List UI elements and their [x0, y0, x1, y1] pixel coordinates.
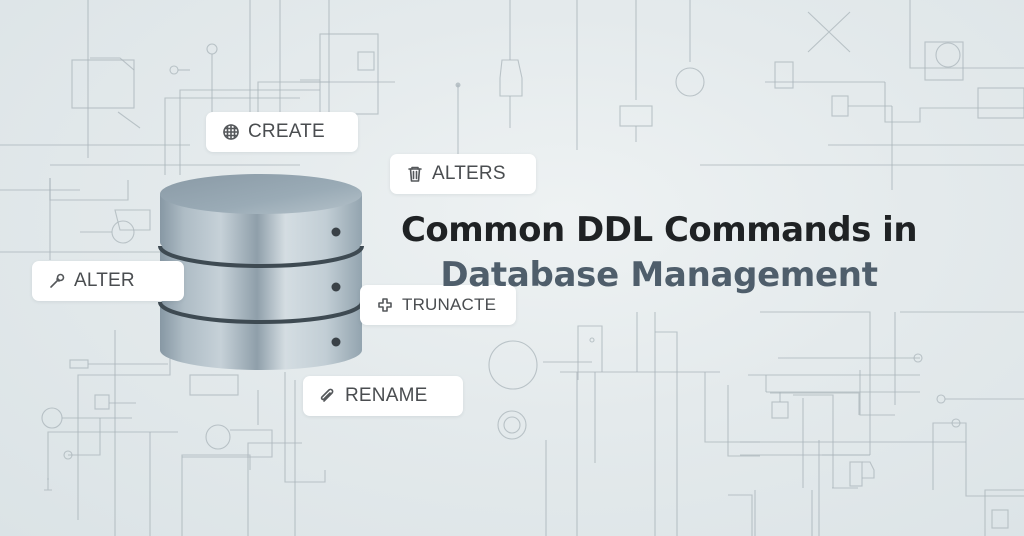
- tag-truncate[interactable]: TRUNACTE: [360, 285, 516, 325]
- title-line-1: Common DDL Commands in: [400, 210, 918, 250]
- globe-grid-icon: [222, 123, 240, 141]
- tag-rename[interactable]: RENAME: [303, 376, 463, 416]
- tag-label: ALTER: [74, 270, 135, 291]
- plus-icon: [376, 296, 394, 314]
- tag-label: RENAME: [345, 385, 428, 406]
- tag-alters[interactable]: ALTERS: [390, 154, 536, 194]
- page-title: Common DDL Commands in Database Manageme…: [394, 208, 924, 298]
- title-line-2: Database Management: [440, 255, 878, 295]
- tag-label: TRUNACTE: [402, 295, 497, 314]
- tag-label: CREATE: [248, 121, 325, 142]
- tag-alter[interactable]: ALTER: [32, 261, 184, 301]
- trash-icon: [406, 165, 424, 183]
- database-cylinder-icon: [158, 174, 364, 370]
- paperclip-icon: [319, 387, 337, 405]
- tag-create[interactable]: CREATE: [206, 112, 358, 152]
- tag-label: ALTERS: [432, 163, 506, 184]
- pin-icon: [48, 272, 66, 290]
